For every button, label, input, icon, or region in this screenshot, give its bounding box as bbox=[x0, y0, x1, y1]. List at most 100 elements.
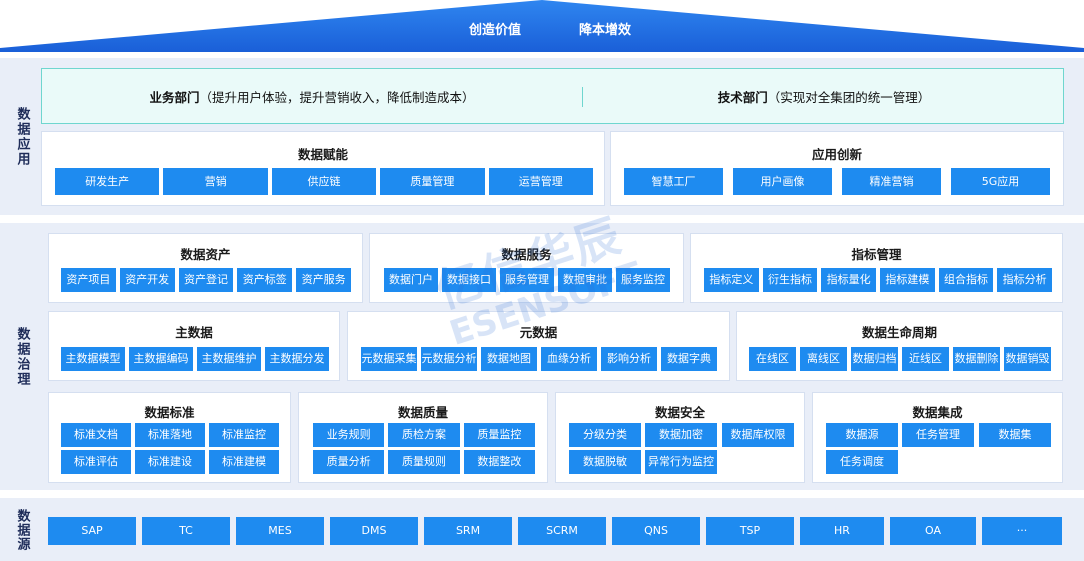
chip-master-data-maintenance[interactable]: 主数据维护 bbox=[197, 347, 261, 371]
metadata-panel: 元数据 元数据采集 元数据分析 数据地图 血缘分析 影响分析 数据字典 bbox=[347, 311, 730, 381]
data-standards-title: 数据标准 bbox=[144, 405, 195, 420]
data-application-label: 数据应用 bbox=[10, 58, 34, 215]
data-services-panel: 数据服务 数据门户 数据接口 服务管理 数据审批 服务监控 bbox=[369, 233, 684, 303]
data-enablement-panel: 数据赋能 研发生产 营销 供应链 质量管理 运营管理 bbox=[41, 131, 605, 206]
chip-smart-factory[interactable]: 智慧工厂 bbox=[624, 168, 723, 195]
chip-impact-analysis[interactable]: 影响分析 bbox=[601, 347, 657, 371]
data-integration-title: 数据集成 bbox=[912, 405, 963, 420]
source-dms[interactable]: DMS bbox=[330, 517, 418, 545]
data-governance-label: 数据治理 bbox=[10, 223, 34, 490]
master-data-panel: 主数据 主数据模型 主数据编码 主数据维护 主数据分发 bbox=[48, 311, 340, 381]
chip-precision-marketing[interactable]: 精准营销 bbox=[842, 168, 941, 195]
source-srm[interactable]: SRM bbox=[424, 517, 512, 545]
chip-asset-tag[interactable]: 资产标签 bbox=[237, 268, 293, 292]
data-quality-items: 业务规则 质检方案 质量监控 质量分析 质量规则 数据整改 bbox=[313, 423, 535, 474]
data-governance-label-text: 数据治理 bbox=[14, 326, 30, 387]
data-enablement-items: 研发生产 营销 供应链 质量管理 运营管理 bbox=[55, 168, 593, 195]
chip-business-rules[interactable]: 业务规则 bbox=[313, 423, 385, 447]
source-tc[interactable]: TC bbox=[142, 517, 230, 545]
chip-nearline-zone[interactable]: 近线区 bbox=[902, 347, 949, 371]
chip-data-masking[interactable]: 数据脱敏 bbox=[569, 450, 641, 474]
chip-task-scheduling[interactable]: 任务调度 bbox=[826, 450, 898, 474]
chip-master-data-coding[interactable]: 主数据编码 bbox=[129, 347, 193, 371]
source-tsp[interactable]: TSP bbox=[706, 517, 794, 545]
chip-data-interface[interactable]: 数据接口 bbox=[442, 268, 496, 292]
chip-standard-implementation[interactable]: 标准落地 bbox=[135, 423, 205, 447]
roof-cost-label: 降本增效 bbox=[578, 23, 631, 38]
source-mes[interactable]: MES bbox=[236, 517, 324, 545]
chip-marketing[interactable]: 营销 bbox=[163, 168, 268, 195]
chip-metric-definition[interactable]: 指标定义 bbox=[704, 268, 759, 292]
chip-data-portal[interactable]: 数据门户 bbox=[384, 268, 438, 292]
chip-metadata-collection[interactable]: 元数据采集 bbox=[361, 347, 417, 371]
data-services-items: 数据门户 数据接口 服务管理 数据审批 服务监控 bbox=[384, 268, 670, 292]
chip-asset-project[interactable]: 资产项目 bbox=[61, 268, 116, 292]
chip-standard-modeling[interactable]: 标准建模 bbox=[209, 450, 279, 474]
source-scrm[interactable]: SCRM bbox=[518, 517, 606, 545]
chip-5g-application[interactable]: 5G应用 bbox=[951, 168, 1050, 195]
chip-dataset[interactable]: 数据集 bbox=[979, 423, 1051, 447]
chip-metric-modeling[interactable]: 指标建模 bbox=[880, 268, 935, 292]
chip-lineage-analysis[interactable]: 血缘分析 bbox=[541, 347, 597, 371]
chip-offline-zone[interactable]: 离线区 bbox=[800, 347, 847, 371]
chip-service-monitoring[interactable]: 服务监控 bbox=[616, 268, 670, 292]
chip-task-management[interactable]: 任务管理 bbox=[902, 423, 974, 447]
business-dept: 业务部门（提升用户体验，提升营销收入，降低制造成本） bbox=[42, 69, 582, 123]
chip-data-source[interactable]: 数据源 bbox=[826, 423, 898, 447]
tech-dept-title: 技术部门 bbox=[717, 89, 768, 105]
chip-online-zone[interactable]: 在线区 bbox=[749, 347, 796, 371]
chip-operations-management[interactable]: 运营管理 bbox=[488, 168, 593, 195]
chip-metadata-analysis[interactable]: 元数据分析 bbox=[421, 347, 477, 371]
chip-asset-registration[interactable]: 资产登记 bbox=[178, 268, 234, 292]
chip-supply-chain[interactable]: 供应链 bbox=[271, 168, 377, 195]
chip-standard-construction[interactable]: 标准建设 bbox=[135, 450, 205, 474]
chip-data-destruction[interactable]: 数据销毁 bbox=[1004, 347, 1051, 371]
chip-data-map[interactable]: 数据地图 bbox=[481, 347, 537, 371]
chip-master-data-model[interactable]: 主数据模型 bbox=[61, 347, 125, 371]
data-lifecycle-items: 在线区 离线区 数据归档 近线区 数据删除 数据销毁 bbox=[749, 347, 1051, 371]
source-hr[interactable]: HR bbox=[800, 517, 884, 545]
chip-service-management[interactable]: 服务管理 bbox=[500, 268, 554, 292]
chip-rd-production[interactable]: 研发生产 bbox=[55, 168, 160, 195]
business-dept-note: （提升用户体验，提升营销收入，降低制造成本） bbox=[199, 89, 475, 105]
chip-anomaly-monitoring[interactable]: 异常行为监控 bbox=[645, 450, 717, 474]
chip-metric-analysis[interactable]: 指标分析 bbox=[997, 268, 1052, 292]
tech-dept-note: （实现对全集团的统一管理） bbox=[767, 89, 931, 105]
chip-data-encryption[interactable]: 数据加密 bbox=[645, 423, 717, 447]
data-lifecycle-title: 数据生命周期 bbox=[861, 325, 937, 340]
chip-data-deletion[interactable]: 数据删除 bbox=[953, 347, 1000, 371]
data-standards-panel: 数据标准 标准文档 标准落地 标准监控 标准评估 标准建设 标准建模 bbox=[48, 392, 291, 483]
chip-classification[interactable]: 分级分类 bbox=[569, 423, 641, 447]
chip-composite-metric[interactable]: 组合指标 bbox=[938, 268, 994, 292]
chip-quality-management[interactable]: 质量管理 bbox=[380, 168, 485, 195]
source-qns[interactable]: QNS bbox=[612, 517, 700, 545]
chip-metric-quantification[interactable]: 指标量化 bbox=[821, 268, 876, 292]
chip-quality-monitoring[interactable]: 质量监控 bbox=[463, 423, 535, 447]
master-data-title: 主数据 bbox=[175, 325, 213, 340]
source-oa[interactable]: OA bbox=[890, 517, 976, 545]
chip-master-data-distribution[interactable]: 主数据分发 bbox=[265, 347, 329, 371]
chip-derived-metric[interactable]: 衍生指标 bbox=[762, 268, 818, 292]
chip-standard-monitoring[interactable]: 标准监控 bbox=[209, 423, 279, 447]
chip-standard-assessment[interactable]: 标准评估 bbox=[61, 450, 131, 474]
chip-standard-docs[interactable]: 标准文档 bbox=[61, 423, 131, 447]
source-more[interactable]: ··· bbox=[982, 517, 1062, 545]
chip-data-dictionary[interactable]: 数据字典 bbox=[661, 347, 717, 371]
data-security-panel: 数据安全 分级分类 数据加密 数据库权限 数据脱敏 异常行为监控 bbox=[555, 392, 805, 483]
chip-quality-analysis[interactable]: 质量分析 bbox=[313, 450, 385, 474]
data-quality-title: 数据质量 bbox=[397, 405, 448, 420]
source-sap[interactable]: SAP bbox=[48, 517, 136, 545]
chip-database-permissions[interactable]: 数据库权限 bbox=[722, 423, 794, 447]
chip-data-approval[interactable]: 数据审批 bbox=[558, 268, 612, 292]
chip-user-profile[interactable]: 用户画像 bbox=[733, 168, 832, 195]
metadata-title: 元数据 bbox=[519, 325, 558, 340]
chip-data-rectification[interactable]: 数据整改 bbox=[463, 450, 535, 474]
chip-quality-rules[interactable]: 质量规则 bbox=[388, 450, 460, 474]
department-banner: 业务部门（提升用户体验，提升营销收入，降低制造成本） 技术部门（实现对全集团的统… bbox=[41, 68, 1064, 124]
chip-asset-development[interactable]: 资产开发 bbox=[119, 268, 175, 292]
chip-inspection-plan[interactable]: 质检方案 bbox=[388, 423, 460, 447]
chip-asset-service[interactable]: 资产服务 bbox=[296, 268, 351, 292]
banner-divider bbox=[582, 87, 583, 107]
metadata-items: 元数据采集 元数据分析 数据地图 血缘分析 影响分析 数据字典 bbox=[361, 347, 717, 371]
chip-data-archiving[interactable]: 数据归档 bbox=[851, 347, 898, 371]
